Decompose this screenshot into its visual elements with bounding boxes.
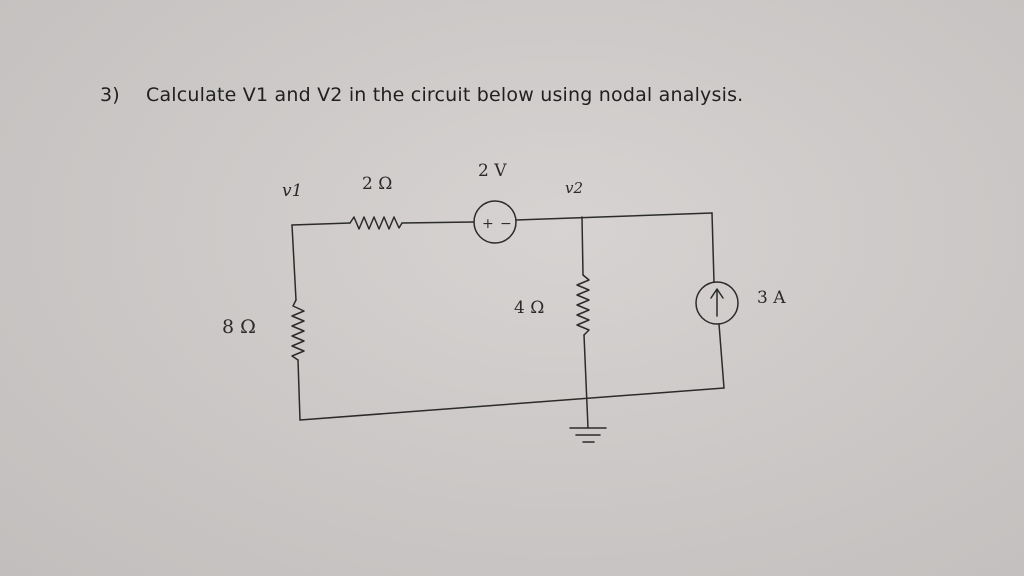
isource-label: 3 A xyxy=(757,288,786,308)
node1-label: v1 xyxy=(282,181,302,201)
current-source xyxy=(695,281,739,325)
r-left-label: 8 Ω xyxy=(222,316,256,338)
wire-mid-upper xyxy=(581,216,584,276)
wire-mid-lower xyxy=(583,334,589,429)
wire-left-upper xyxy=(291,224,297,301)
wire-bottom xyxy=(299,387,725,421)
voltage-source xyxy=(473,200,517,244)
ground-icon xyxy=(569,427,607,443)
r-mid-label: 4 Ω xyxy=(514,298,544,318)
wire-top-left xyxy=(291,222,351,226)
question-number: 3) xyxy=(100,84,120,106)
question: 3) Calculate V1 and V2 in the circuit bel… xyxy=(100,84,743,106)
resistor-4ohm xyxy=(576,274,590,336)
question-text: Calculate V1 and V2 in the circuit below… xyxy=(146,84,744,106)
wire-r-to-vsource xyxy=(401,221,475,224)
vsource-minus-sign: − xyxy=(500,216,512,232)
resistor-8ohm xyxy=(291,299,305,361)
node2-label: v2 xyxy=(565,179,583,197)
wire-top-right xyxy=(515,212,713,221)
r-top-label: 2 Ω xyxy=(362,174,392,194)
vsource-plus-sign: + xyxy=(482,216,494,232)
resistor-2ohm xyxy=(349,216,403,230)
current-arrow-icon xyxy=(710,288,724,317)
wire-left-lower xyxy=(297,359,301,421)
vsource-label: 2 V xyxy=(478,161,507,181)
wire-right-upper xyxy=(711,212,715,283)
wire-right-lower xyxy=(718,323,725,389)
